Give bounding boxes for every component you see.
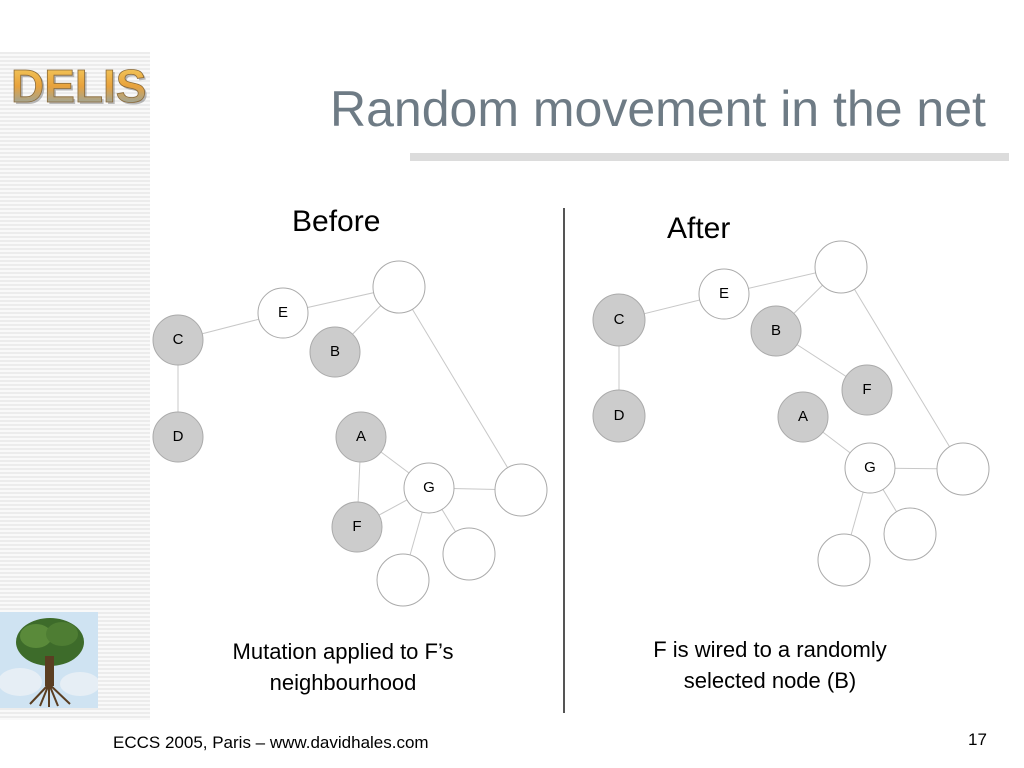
- divider-line: [563, 208, 565, 713]
- before-node-e: [257, 287, 309, 339]
- after-node-g: [844, 442, 896, 494]
- before-node-label-e: E: [278, 304, 288, 321]
- before-node-label-d: D: [173, 428, 184, 445]
- svg-text:DELIS: DELIS: [13, 62, 148, 114]
- after-heading: After: [667, 212, 731, 245]
- after-edge-n1-n2: [840, 266, 964, 470]
- sidebar-stripes: [0, 52, 150, 720]
- after-node-label-e: E: [719, 285, 729, 302]
- after-caption: F is wired to a randomly selected node (…: [620, 634, 920, 696]
- after-node-label-g: G: [864, 459, 876, 476]
- before-node-c: [152, 314, 204, 366]
- before-node-label-b: B: [330, 343, 340, 360]
- before-node-n2: [494, 463, 548, 517]
- before-node-label-c: C: [173, 331, 184, 348]
- after-caption-line2: selected node (B): [683, 668, 857, 693]
- before-heading: Before: [292, 205, 381, 238]
- tree-icon: [0, 612, 98, 708]
- before-node-d: [152, 411, 204, 463]
- before-node-b: [309, 326, 361, 378]
- before-node-n3: [442, 527, 496, 581]
- after-node-b: [750, 305, 802, 357]
- after-node-label-c: C: [614, 311, 625, 328]
- after-node-e: [698, 268, 750, 320]
- svg-text:DELIS: DELIS: [11, 60, 146, 112]
- page-number: 17: [968, 730, 987, 749]
- before-node-n4: [376, 553, 430, 607]
- after-node-label-d: D: [614, 407, 625, 424]
- before-caption-line2: neighbourhood: [269, 670, 417, 695]
- slide-title: Random movement in the net: [330, 81, 986, 137]
- after-node-a: [777, 391, 829, 443]
- after-node-label-b: B: [771, 322, 781, 339]
- after-node-c: [592, 293, 646, 347]
- before-node-f: [331, 501, 383, 553]
- before-node-n1: [372, 260, 426, 314]
- footer-text: ECCS 2005, Paris – www.davidhales.com: [113, 733, 429, 752]
- before-edge-n1-n2: [398, 286, 522, 491]
- before-node-a: [335, 411, 387, 463]
- before-node-label-a: A: [356, 428, 366, 445]
- before-caption-line1: Mutation applied to F’s: [232, 639, 454, 664]
- after-node-n4: [817, 533, 871, 587]
- after-node-d: [592, 389, 646, 443]
- after-node-f: [841, 364, 893, 416]
- after-node-label-a: A: [798, 408, 808, 425]
- after-caption-line1: F is wired to a randomly: [653, 637, 887, 662]
- before-node-label-f: F: [352, 518, 361, 535]
- delis-logo: DELIS DELIS: [11, 60, 149, 114]
- after-node-n3: [883, 507, 937, 561]
- before-node-g: [403, 462, 455, 514]
- title-underline: [410, 153, 1009, 161]
- before-caption: Mutation applied to F’s neighbourhood: [200, 636, 486, 698]
- after-node-n1: [814, 240, 868, 294]
- after-node-label-f: F: [862, 381, 871, 398]
- before-node-label-g: G: [423, 479, 435, 496]
- after-node-n2: [936, 442, 990, 496]
